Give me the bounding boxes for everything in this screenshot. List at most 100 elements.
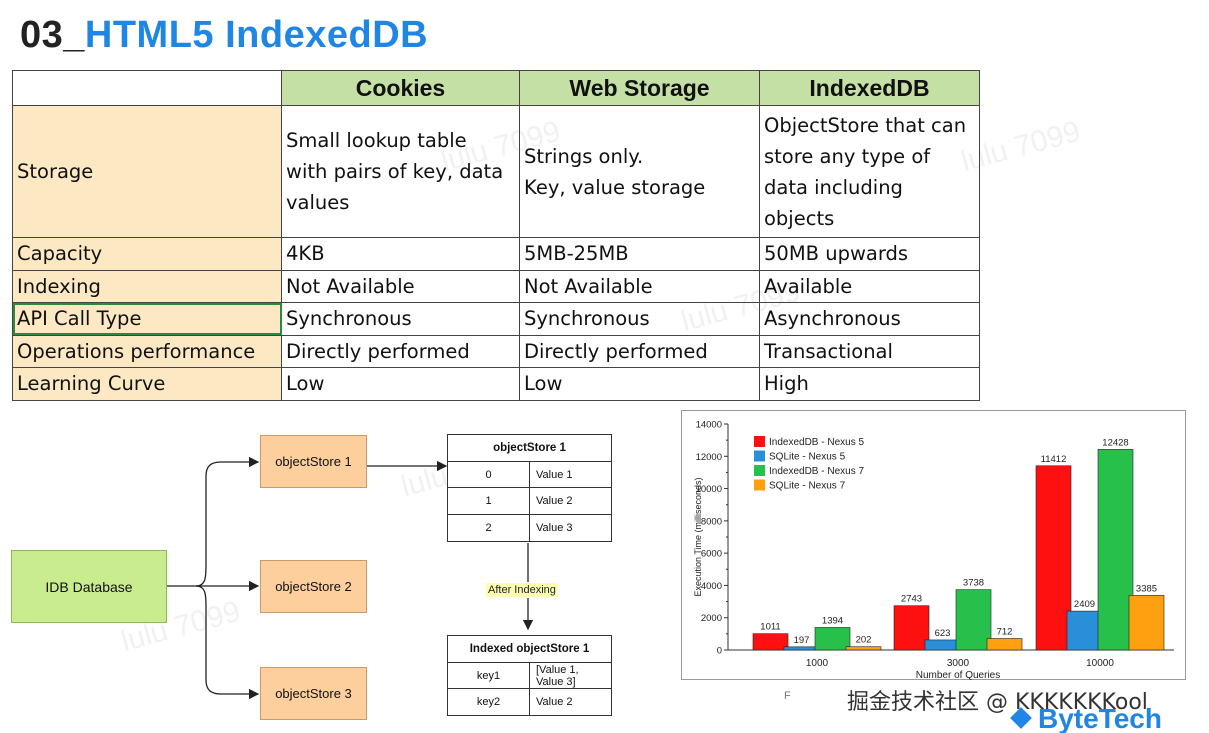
- y-tick-label: 14000: [696, 420, 722, 431]
- bar: [986, 638, 1023, 651]
- bar-value-label: 3385: [1136, 583, 1157, 594]
- bar: [893, 605, 930, 651]
- record-key: 0: [447, 460, 530, 489]
- record-key: 1: [447, 487, 530, 516]
- bar-value-label: 1011: [760, 622, 780, 633]
- bar-value-label: 623: [935, 628, 951, 639]
- table-row: 0 Value 1: [447, 460, 612, 489]
- table-cell[interactable]: Transactional: [759, 334, 980, 368]
- table-cell[interactable]: Low: [281, 367, 520, 401]
- execution-time-bar-chart: 0 2000 4000 6000 8000 10000 12000 14000 1000 1011…: [693, 420, 1174, 681]
- legend-swatch: [754, 465, 765, 476]
- table-row: key1 [Value 1, Value 3]: [447, 661, 612, 690]
- table-row: Learning Curve Low Low High: [12, 367, 980, 401]
- table-cell[interactable]: 5MB-25MB: [519, 237, 760, 271]
- x-tick-label: 1000: [806, 658, 829, 669]
- legend-label: SQLite - Nexus 5: [769, 452, 846, 463]
- bar-value-label: 1394: [822, 615, 843, 626]
- idb-database-node: IDB Database: [11, 550, 167, 623]
- table-cell[interactable]: Small lookup table with pairs of key, da…: [281, 105, 520, 238]
- bar: [955, 589, 992, 651]
- bar-value-label: 712: [997, 627, 1013, 638]
- bar: [1066, 610, 1103, 651]
- slide-heading: HTML5 IndexedDB: [84, 14, 429, 56]
- table-cell[interactable]: Available: [759, 269, 980, 303]
- row-label-learning-curve[interactable]: Learning Curve: [12, 367, 282, 401]
- bar-value-label: 197: [794, 635, 810, 646]
- bar: [752, 633, 789, 651]
- indexed-objectstore-table: Indexed objectStore 1 key1 [Value 1, Val…: [447, 635, 612, 717]
- bar: [1097, 449, 1134, 651]
- table-cell[interactable]: High: [759, 367, 980, 401]
- index-key: key1: [447, 661, 530, 690]
- y-tick-label: 0: [717, 646, 722, 657]
- bar-value-label: 2409: [1074, 599, 1095, 610]
- legend-label: IndexedDB - Nexus 7: [769, 466, 864, 477]
- objectstore-table-title: objectStore 1: [447, 434, 612, 462]
- record-value: Value 3: [529, 514, 612, 542]
- legend-swatch: [754, 479, 765, 491]
- y-tick-label: 6000: [701, 549, 722, 560]
- table-cell[interactable]: 50MB upwards: [759, 237, 980, 271]
- bar-value-label: 12428: [1102, 437, 1128, 448]
- table-header-row: Cookies Web Storage IndexedDB: [12, 70, 980, 106]
- table-cell[interactable]: Strings only. Key, value storage: [519, 105, 760, 238]
- table-cell[interactable]: Asynchronous: [759, 302, 980, 336]
- legend-label: IndexedDB - Nexus 5: [769, 437, 864, 448]
- header-indexeddb: IndexedDB: [759, 70, 980, 106]
- table-cell[interactable]: Directly performed: [281, 334, 520, 368]
- table-cell[interactable]: Low: [519, 367, 760, 401]
- table-row: Capacity 4KB 5MB-25MB 50MB upwards: [12, 237, 980, 271]
- bar: [1128, 595, 1165, 651]
- diagram-connectors: [167, 456, 534, 700]
- index-key: key2: [447, 688, 530, 717]
- bar-value-label: 11412: [1041, 454, 1067, 465]
- x-axis-title: Number of Queries: [916, 670, 1000, 681]
- x-tick-label: 3000: [947, 658, 970, 669]
- y-tick-label: 12000: [696, 452, 722, 463]
- record-value: Value 1: [529, 460, 612, 489]
- slide-number: 03_: [20, 14, 85, 56]
- bar: [924, 639, 961, 651]
- x-tick-label: 10000: [1086, 658, 1114, 669]
- row-label-operations-performance[interactable]: Operations performance: [12, 334, 282, 368]
- table-row: Storage Small lookup table with pairs of…: [12, 105, 980, 238]
- table-row: 2 Value 3: [447, 514, 612, 542]
- row-label-capacity[interactable]: Capacity: [12, 237, 282, 271]
- table-cell[interactable]: Synchronous: [281, 302, 520, 336]
- bar: [845, 646, 882, 651]
- objectstore-1-node: objectStore 1: [260, 435, 367, 488]
- table-row: API Call Type Synchronous Synchronous As…: [12, 302, 980, 336]
- table-cell[interactable]: Synchronous: [519, 302, 760, 336]
- table-row: Operations performance Directly performe…: [12, 334, 980, 368]
- bar-value-label: 3738: [963, 578, 984, 589]
- y-tick-label: 4000: [701, 581, 722, 592]
- record-key: 2: [447, 514, 530, 542]
- indexed-table-title: Indexed objectStore 1: [447, 635, 612, 663]
- y-tick-label: 10000: [696, 484, 722, 495]
- table-row: 1 Value 2: [447, 487, 612, 516]
- header-corner: [12, 70, 282, 106]
- record-value: Value 2: [529, 487, 612, 516]
- after-indexing-label: After Indexing: [486, 583, 558, 597]
- row-label-storage[interactable]: Storage: [12, 105, 282, 238]
- comparison-table: Cookies Web Storage IndexedDB Storage Sm…: [12, 70, 980, 401]
- bar: [1035, 465, 1072, 651]
- y-tick-label: 8000: [701, 516, 722, 527]
- table-cell[interactable]: Directly performed: [519, 334, 760, 368]
- index-value: Value 2: [529, 688, 612, 717]
- slide-title: 03_HTML5 IndexedDB: [20, 14, 428, 57]
- objectstore-3-node: objectStore 3: [260, 667, 367, 720]
- index-value: [Value 1, Value 3]: [529, 661, 612, 690]
- row-label-indexing[interactable]: Indexing: [12, 269, 282, 303]
- bar-value-label: 202: [856, 635, 872, 646]
- objectstore-2-node: objectStore 2: [260, 560, 367, 613]
- bytetech-logo-icon: [1010, 707, 1032, 729]
- table-cell[interactable]: ObjectStore that can store any type of d…: [759, 105, 980, 238]
- row-label-api-call-type[interactable]: API Call Type: [12, 302, 282, 336]
- bar: [814, 627, 851, 651]
- bytetech-logo: ByteTech: [1010, 703, 1162, 733]
- header-cookies: Cookies: [281, 70, 520, 106]
- y-tick-label: 2000: [701, 613, 722, 624]
- bar: [783, 646, 820, 651]
